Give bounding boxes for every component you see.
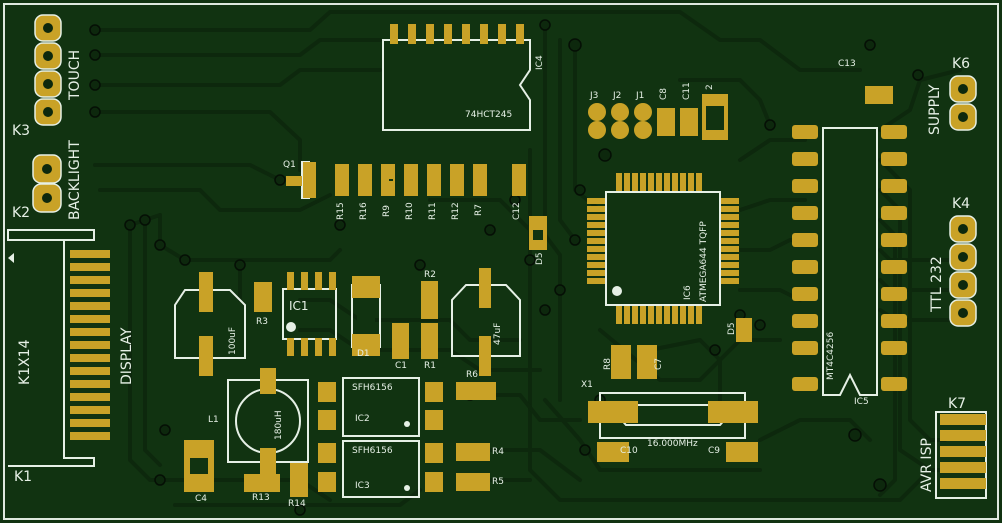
k3-label: K3 — [12, 123, 31, 139]
r3-label: R3 — [256, 317, 268, 327]
pads — [70, 24, 986, 497]
x1-label: X1 — [581, 380, 593, 390]
r13-label: R13 — [252, 493, 270, 503]
c2-label: 2 — [705, 84, 715, 90]
ic2-label: IC2 — [355, 414, 370, 424]
ic2-part-label: SFH6156 — [352, 383, 393, 393]
k1x14-label: K1X14 — [17, 339, 33, 386]
vias — [89, 19, 924, 516]
c12-label: C12 — [512, 202, 522, 220]
k7-label: K7 — [948, 396, 967, 412]
d5-top-label: D5 — [535, 252, 545, 265]
k4-label: K4 — [952, 196, 971, 212]
k2-label: K2 — [12, 205, 31, 221]
k1-label: K1 — [14, 469, 33, 485]
supply-label: SUPPLY — [927, 84, 943, 135]
k6-label: K6 — [952, 56, 971, 72]
d1-label: D1 — [357, 349, 370, 359]
r9-label: R9 — [382, 205, 392, 217]
ic4-part-label: 74HCT245 — [465, 110, 513, 120]
cap47-label: 47uF — [493, 322, 503, 345]
avr-isp-label: AVR ISP — [919, 438, 935, 492]
ttl232-label: TTL 232 — [929, 256, 945, 312]
c10-label: C10 — [620, 446, 638, 456]
touch-label: TOUCH — [67, 49, 83, 100]
r2-label: R2 — [424, 270, 436, 280]
l1-value-label: 180uH — [274, 410, 284, 440]
j3-label: J3 — [590, 91, 599, 101]
ic1-label: IC1 — [289, 299, 309, 313]
c8-label: C8 — [659, 87, 669, 100]
header-pins — [32, 14, 977, 327]
r11-label: R11 — [428, 202, 438, 220]
j1-label: J1 — [636, 91, 645, 101]
ic5-part-label: MT4C4256 — [826, 331, 836, 380]
c7-label: C7 — [654, 357, 664, 370]
r1-label: R1 — [424, 361, 436, 371]
x1-value-label: 16.000MHz — [647, 439, 698, 449]
ic3-part-label: SFH6156 — [352, 446, 393, 456]
ic6-label: IC6 — [683, 285, 693, 300]
c4-label: C4 — [195, 494, 208, 504]
c9-label: C9 — [708, 446, 721, 456]
jumpers — [588, 103, 652, 139]
r6-label: R6 — [466, 370, 478, 380]
cap100-label: 100uF — [228, 326, 238, 355]
r4-label: R4 — [492, 447, 504, 457]
silk-marks — [8, 253, 622, 491]
c13-label: C13 — [838, 59, 856, 69]
ic3-label: IC3 — [355, 481, 370, 491]
ic5-label: IC5 — [854, 397, 869, 407]
d5-label: D5 — [727, 322, 737, 335]
r8-label: R8 — [603, 358, 613, 370]
r15-label: R15 — [336, 202, 346, 220]
silkscreen — [7, 39, 987, 499]
backlight-label: BACKLIGHT — [67, 140, 83, 220]
pin-holes — [42, 23, 968, 318]
r16-label: R16 — [359, 202, 369, 220]
l1-label: L1 — [208, 415, 219, 425]
ic4-label: IC4 — [535, 55, 545, 70]
r14-label: R14 — [288, 499, 306, 509]
c11-label: C11 — [682, 82, 692, 100]
ic6-part-label: ATMEGA644 TQFP — [699, 221, 709, 302]
display-label: DISPLAY — [119, 327, 135, 385]
r12-label: R12 — [451, 202, 461, 220]
c1-label: C1 — [395, 361, 408, 371]
q1-label: Q1 — [283, 160, 296, 170]
j2-label: J2 — [613, 91, 622, 101]
r10-label: R10 — [405, 202, 415, 220]
r7-label: R7 — [474, 204, 484, 216]
r5-label: R5 — [492, 477, 504, 487]
